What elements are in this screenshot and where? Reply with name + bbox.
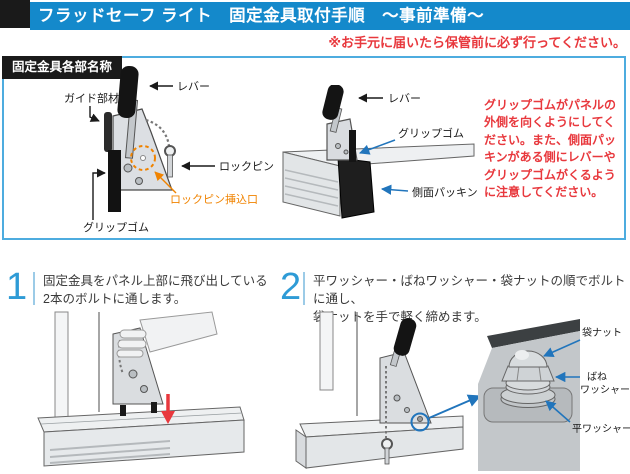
- step2-divider: [303, 272, 305, 305]
- step1-diagram: [37, 311, 245, 467]
- lock-pin-slot-circle: [130, 145, 156, 171]
- hand-arm: [139, 311, 218, 353]
- lock-pin-slot-label: ロックピン挿込口: [170, 192, 258, 206]
- grip-rubber-label: グリップゴム: [398, 126, 464, 140]
- guide-arrow: [89, 106, 100, 122]
- grip-rubber-label: グリップゴム: [83, 220, 149, 234]
- grip-rubber-strip: [349, 130, 356, 162]
- lever-label: レバー: [388, 92, 421, 105]
- insert-direction-arrowhead: [161, 411, 175, 424]
- frame-bar: [487, 319, 580, 348]
- step1-text: 固定金具をパネル上部に飛び出している 2本のボルトに通します。: [43, 274, 268, 307]
- header-bar: フラッドセーフ ライト 固定金具取付手順 ～事前準備～: [30, 2, 630, 30]
- lock-pin-slot-arrow: [154, 171, 177, 194]
- flat-washer-arrow: [545, 400, 571, 423]
- grip-rubber-strip: [108, 150, 121, 212]
- callout-arrow: [428, 394, 482, 419]
- guide-member: [104, 112, 112, 152]
- detail-callout-circle: [410, 412, 430, 432]
- lever-handle: [117, 65, 139, 119]
- lever-handle: [322, 85, 344, 120]
- step1-divider: [33, 272, 35, 305]
- finger: [116, 349, 144, 358]
- bolt: [151, 402, 157, 413]
- cap-nut-arrow: [543, 339, 581, 357]
- panel-illustration: [282, 85, 475, 219]
- guide-label: ガイド部材: [64, 91, 119, 105]
- hex-collar: [501, 365, 555, 382]
- step2-diagram: 袋ナット ばね ワッシャー 平ワッシャー: [295, 311, 630, 471]
- header-black-square: [0, 0, 30, 28]
- side-packing-label: 側面パッキン: [412, 186, 478, 199]
- cap-nut-label: 袋ナット: [582, 326, 622, 339]
- flat-washer-label: 平ワッシャー: [572, 424, 630, 435]
- spring-washer-label-1: ばね: [587, 371, 607, 383]
- parts-diagram-right: レバー グリップゴム 側面パッキン: [282, 85, 478, 219]
- inset-closeup: [478, 319, 580, 471]
- bolt: [120, 405, 126, 416]
- side-packing-shape: [337, 157, 375, 219]
- lock-pin-label: ロックピン: [219, 160, 274, 173]
- lever-handle: [393, 318, 417, 356]
- finger: [117, 339, 147, 349]
- grip-rubber-arrow: [92, 168, 106, 220]
- lever-label: レバー: [177, 80, 210, 93]
- orientation-note: グリップゴムがパネルの外側を向くようにしてください。また、側面パッキンがある側に…: [484, 98, 617, 199]
- parts-name-box-label: 固定金具各部名称: [2, 56, 123, 79]
- side-packing-arrow: [380, 184, 409, 195]
- step2-number: 2: [280, 266, 302, 308]
- pre-storage-notice: ※お手元に届いたら保管前に必ず行ってください。: [328, 35, 626, 50]
- spring-washer-label-2: ワッシャー: [580, 385, 630, 396]
- lock-pin-ring: [381, 438, 393, 450]
- lock-pin-ring: [164, 145, 176, 157]
- panel-and-bracket: [37, 311, 245, 467]
- step1-number: 1: [6, 266, 28, 308]
- bracket-illustration: [104, 65, 176, 212]
- bracket-on-panel: [295, 311, 464, 469]
- grip-rubber-arrow: [359, 139, 396, 155]
- parts-diagram-left: レバー ガイド部材 ロックピン ロックピン挿込口 グリップゴム: [64, 65, 274, 234]
- finger: [119, 329, 147, 339]
- page-title: フラッドセーフ ライト 固定金具取付手順 ～事前準備～: [38, 7, 485, 25]
